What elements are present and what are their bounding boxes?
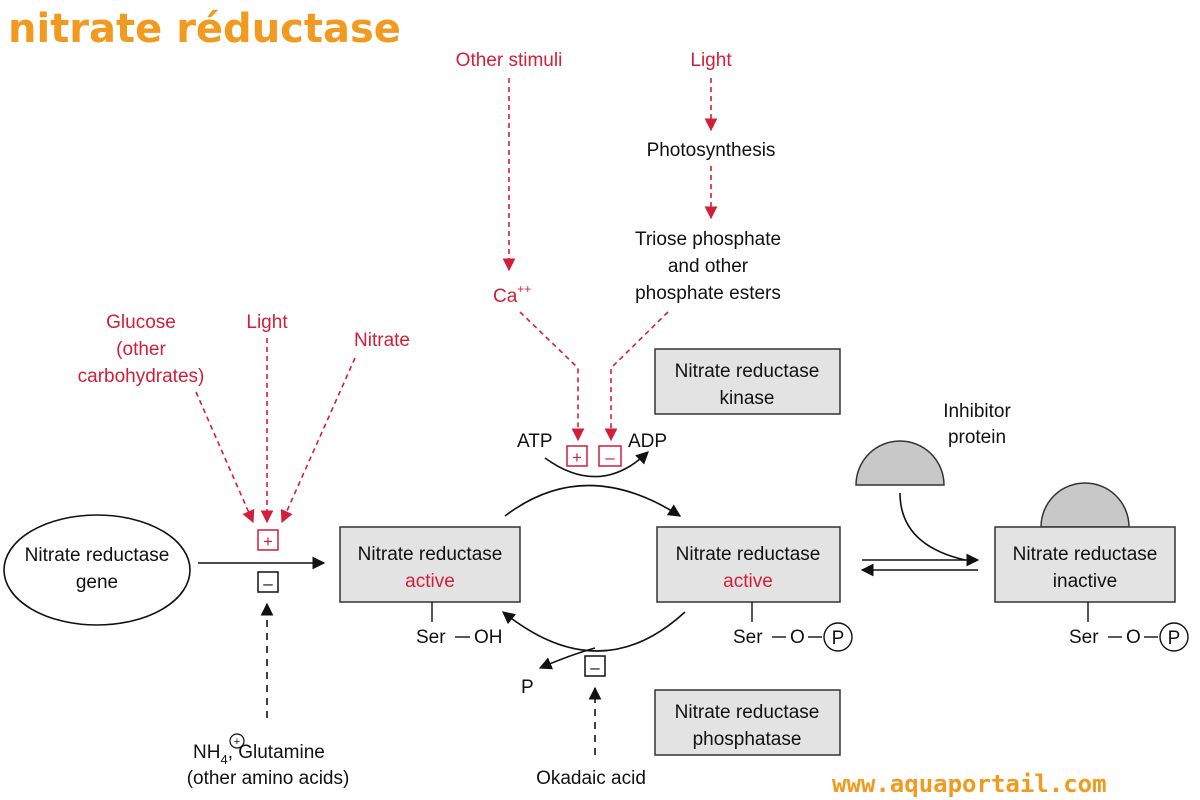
minus-sign-phosphatase: – xyxy=(590,658,600,677)
nh4-charge: + xyxy=(234,736,240,748)
other-stimuli-label: Other stimuli xyxy=(456,50,563,71)
adp-label: ADP xyxy=(628,431,667,452)
active-right-ser: Ser xyxy=(733,627,763,648)
active-right-state: active xyxy=(723,571,773,592)
arrow-glucose-to-plus xyxy=(195,391,255,524)
page-title: nitrate réductase xyxy=(8,6,401,52)
inactive-state: inactive xyxy=(1053,571,1117,592)
amino-acids-label: (other amino acids) xyxy=(187,768,350,789)
active-right-box xyxy=(656,526,841,603)
gene-label-line1: Nitrate reductase xyxy=(25,545,170,566)
active-right-name: Nitrate reductase xyxy=(676,544,821,565)
top-red-arrows xyxy=(502,78,718,442)
glucose-label-line3: carbohydrates) xyxy=(78,366,205,387)
arrow-phosphate-release xyxy=(538,647,596,670)
arrow-phosphorylation xyxy=(504,484,682,517)
photosynthesis-label: Photosynthesis xyxy=(647,140,776,161)
arrow-triose-to-kinase-minus xyxy=(604,311,669,442)
active-right-o: O xyxy=(790,627,805,648)
kinase-label-line2: kinase xyxy=(720,388,775,409)
glucose-label-line2: (other xyxy=(116,339,166,360)
arrow-nitrate-to-plus xyxy=(280,357,356,524)
minus-sign-box-kinase xyxy=(598,445,622,467)
inactive-phosphate: P xyxy=(1168,628,1181,649)
watermark: www.aquaportail.com xyxy=(832,770,1107,798)
active-left-ser: Ser xyxy=(416,627,446,648)
inactive-o: O xyxy=(1126,627,1141,648)
left-red-arrows xyxy=(195,338,356,524)
nh4-symbol: NH xyxy=(193,742,220,763)
triose-label-line2: and other xyxy=(668,256,749,277)
active-left-box xyxy=(339,526,521,603)
minus-sign-kinase: – xyxy=(605,448,615,467)
inactive-phosphate-circle xyxy=(1159,622,1189,652)
inactive-box xyxy=(994,526,1176,603)
phosphate-release-label: P xyxy=(521,677,534,698)
atp-label: ATP xyxy=(517,431,553,452)
minus-sign-box-expression xyxy=(257,571,279,593)
active-left-name: Nitrate reductase xyxy=(358,544,503,565)
nh4-subscript: 4 xyxy=(220,752,227,767)
inhibitor-protein-dome xyxy=(855,440,945,486)
phosphatase-label-line1: Nitrate reductase xyxy=(675,702,820,723)
glucose-label-line1: Glucose xyxy=(106,312,176,333)
light-top-label: Light xyxy=(690,50,732,71)
phosphatase-label-line2: phosphatase xyxy=(693,729,802,750)
triose-label-line3: phosphate esters xyxy=(635,283,781,304)
plus-sign-kinase: + xyxy=(572,448,582,467)
calcium-symbol: Ca xyxy=(493,286,518,307)
inhibitor-label-line2: protein xyxy=(948,427,1006,448)
gene-label-line2: gene xyxy=(76,572,118,593)
nh4-glutamine-label: NH4, Glutamine xyxy=(193,742,325,767)
arrow-calcium-to-kinase-plus xyxy=(519,311,585,442)
plus-sign-expression: + xyxy=(263,532,273,551)
minus-sign-box-phosphatase xyxy=(584,655,606,677)
inactive-name: Nitrate reductase xyxy=(1013,544,1158,565)
arrow-dephosphorylation xyxy=(502,611,686,652)
phosphatase-box xyxy=(654,689,841,756)
calcium-charge: ++ xyxy=(517,282,531,296)
nitrate-label: Nitrate xyxy=(354,330,410,351)
inhibitor-bound-dome xyxy=(1040,482,1130,528)
active-right-phosphate: P xyxy=(832,628,845,649)
plus-sign-box-expression xyxy=(257,529,279,551)
okadaic-acid-label: Okadaic acid xyxy=(536,768,646,789)
minus-sign-expression: – xyxy=(263,574,273,593)
light-left-label: Light xyxy=(246,312,288,333)
calcium-label: Ca++ xyxy=(493,282,531,307)
arrow-inhibitor-binding xyxy=(899,492,966,561)
inhibitor-label-line1: Inhibitor xyxy=(943,401,1011,422)
plus-sign-box-kinase xyxy=(566,445,588,467)
arrow-atp-adp xyxy=(544,451,649,478)
triose-label-line1: Triose phosphate xyxy=(635,229,781,250)
active-left-state: active xyxy=(405,571,455,592)
glutamine-text: , Glutamine xyxy=(228,742,325,763)
kinase-box xyxy=(654,348,841,415)
inactive-ser: Ser xyxy=(1069,627,1099,648)
active-right-phosphate-circle xyxy=(823,622,853,652)
gene-ellipse xyxy=(3,514,191,626)
kinase-label-line1: Nitrate reductase xyxy=(675,361,820,382)
active-left-oh: OH xyxy=(474,627,503,648)
nh4-charge-circle xyxy=(229,733,245,749)
